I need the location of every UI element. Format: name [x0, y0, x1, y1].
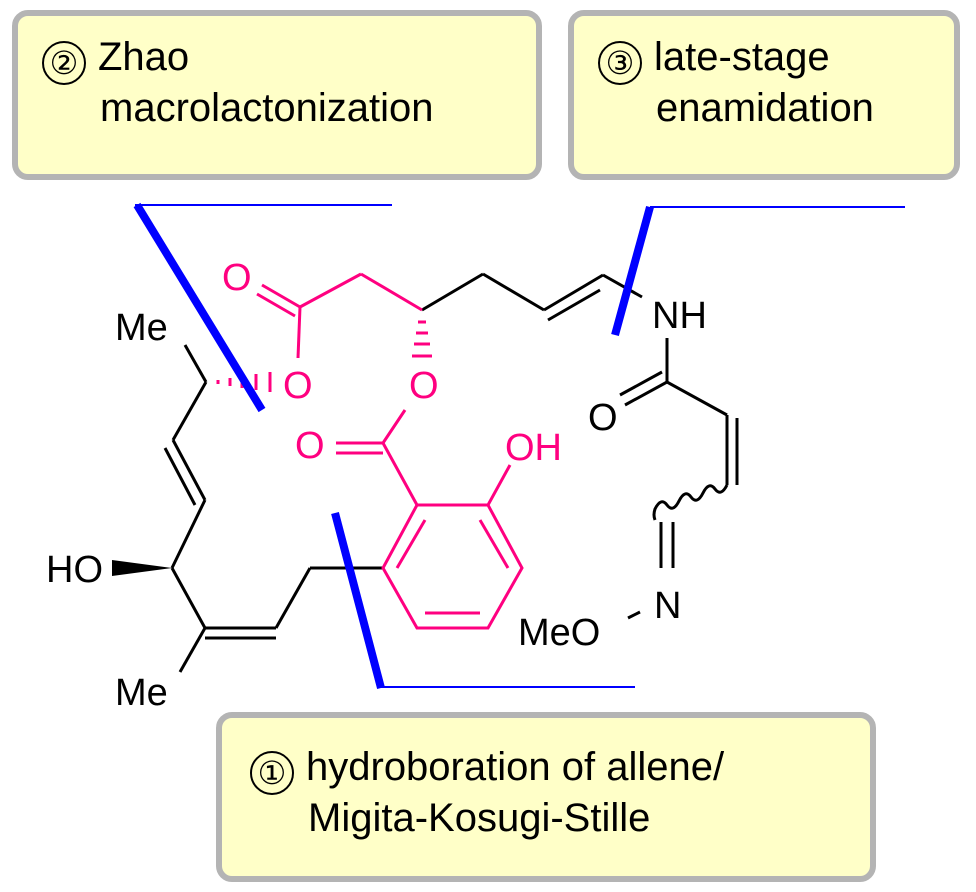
atom-n-oxime: N [654, 585, 681, 627]
atom-meo: MeO [518, 612, 600, 654]
atom-o-stereo: O [409, 365, 439, 407]
wedge-bond [112, 560, 172, 576]
black-bonds [163, 272, 739, 673]
step-number: ① [250, 751, 294, 795]
box-line2: enamidation [656, 86, 874, 130]
atom-o-benzoate: O [295, 425, 325, 467]
pink-bonds [256, 272, 524, 630]
atom-o-carbonyl: O [222, 257, 252, 299]
atom-oh-phenol: OH [505, 427, 562, 469]
disconnection-lines [133, 202, 905, 690]
step-number: ③ [598, 41, 642, 85]
atom-nh: NH [652, 295, 707, 337]
step-number: ② [42, 41, 86, 85]
atom-me-bottom: Me [115, 672, 168, 714]
box-line2: macrolactonization [100, 86, 434, 130]
atom-o-ester: O [283, 365, 313, 407]
box-line1: Zhao [98, 35, 190, 79]
atom-o-amide: O [588, 397, 618, 439]
box-line1: hydroboration of allene/ [306, 745, 725, 789]
box-hydroboration-stille: ① hydroboration of allene/ Migita-Kosugi-… [216, 712, 876, 882]
box-line1: late-stage [654, 35, 830, 79]
box-line2: Migita-Kosugi-Stille [308, 796, 651, 840]
box-zhao-macrolactonization: ② Zhao macrolactonization [12, 10, 542, 180]
hashed-bond [216, 320, 432, 392]
atom-me-top: Me [115, 307, 168, 349]
box-late-stage-enamidation: ③ late-stage enamidation [568, 10, 960, 180]
atom-ho: HO [46, 549, 103, 591]
